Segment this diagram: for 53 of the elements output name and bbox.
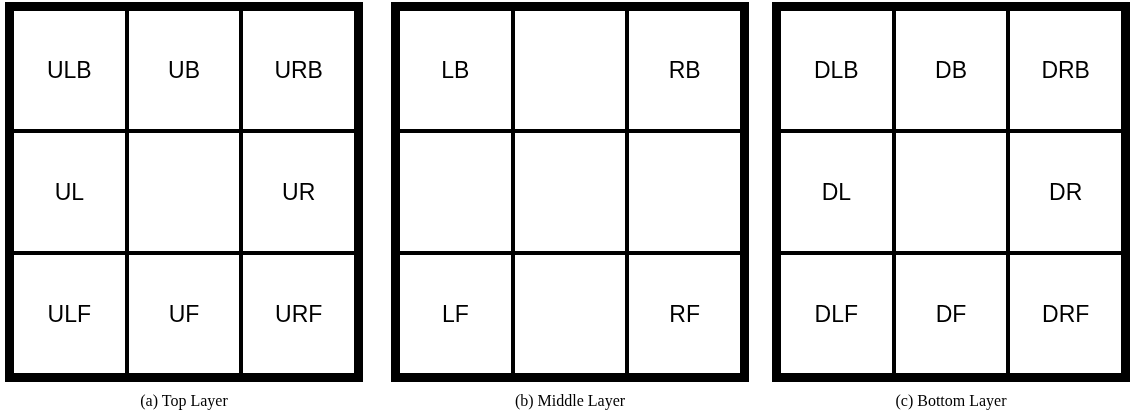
grid-square — [128, 255, 240, 373]
grid-square — [1010, 11, 1121, 129]
panel-caption: (a) Top Layer — [140, 392, 228, 409]
grid-square — [781, 133, 892, 251]
position-label: DF — [935, 300, 967, 328]
empty-grid-square — [128, 133, 240, 251]
position-label: ULF — [47, 300, 92, 328]
panel-caption: (b) Middle Layer — [514, 392, 626, 409]
empty-grid-square — [514, 255, 626, 373]
position-label: RB — [668, 56, 701, 84]
panel-caption: (c) Bottom Layer — [895, 392, 1007, 409]
position-label: DLB — [813, 56, 859, 84]
grid-square — [781, 11, 892, 129]
grid-square — [243, 133, 354, 251]
position-label: UL — [54, 178, 85, 206]
position-label: UB — [168, 56, 200, 84]
grid-square — [1010, 133, 1121, 251]
position-label: RF — [669, 300, 700, 328]
grid-panel — [5, 2, 363, 382]
grid-square — [243, 11, 354, 129]
grid-square — [14, 133, 125, 251]
grid-panel — [772, 2, 1130, 382]
grid-square — [400, 255, 511, 373]
position-label: DB — [935, 56, 967, 84]
grid-panel — [391, 2, 749, 382]
position-label: DRB — [1041, 56, 1090, 84]
position-label: DL — [821, 178, 852, 206]
grid-square — [781, 255, 892, 373]
grid-square — [629, 11, 740, 129]
position-label: URF — [275, 300, 323, 328]
empty-grid-square — [629, 133, 740, 251]
empty-grid-square — [895, 133, 1007, 251]
position-label: DRF — [1042, 300, 1090, 328]
position-label: UR — [282, 178, 316, 206]
position-label: LF — [441, 300, 469, 328]
grid-square — [14, 255, 125, 373]
empty-grid-square — [514, 11, 626, 129]
grid-square — [1010, 255, 1121, 373]
position-label: DLF — [814, 300, 859, 328]
position-label: URB — [274, 56, 323, 84]
grid-square — [895, 11, 1007, 129]
empty-grid-square — [514, 133, 626, 251]
grid-square — [400, 11, 511, 129]
grid-square — [629, 255, 740, 373]
empty-grid-square — [400, 133, 511, 251]
position-label: UF — [168, 300, 200, 328]
position-label: ULB — [46, 56, 92, 84]
position-label: LB — [441, 56, 470, 84]
position-label: DR — [1049, 178, 1083, 206]
grid-square — [14, 11, 125, 129]
grid-square — [895, 255, 1007, 373]
grid-square — [243, 255, 354, 373]
grid-square — [128, 11, 240, 129]
